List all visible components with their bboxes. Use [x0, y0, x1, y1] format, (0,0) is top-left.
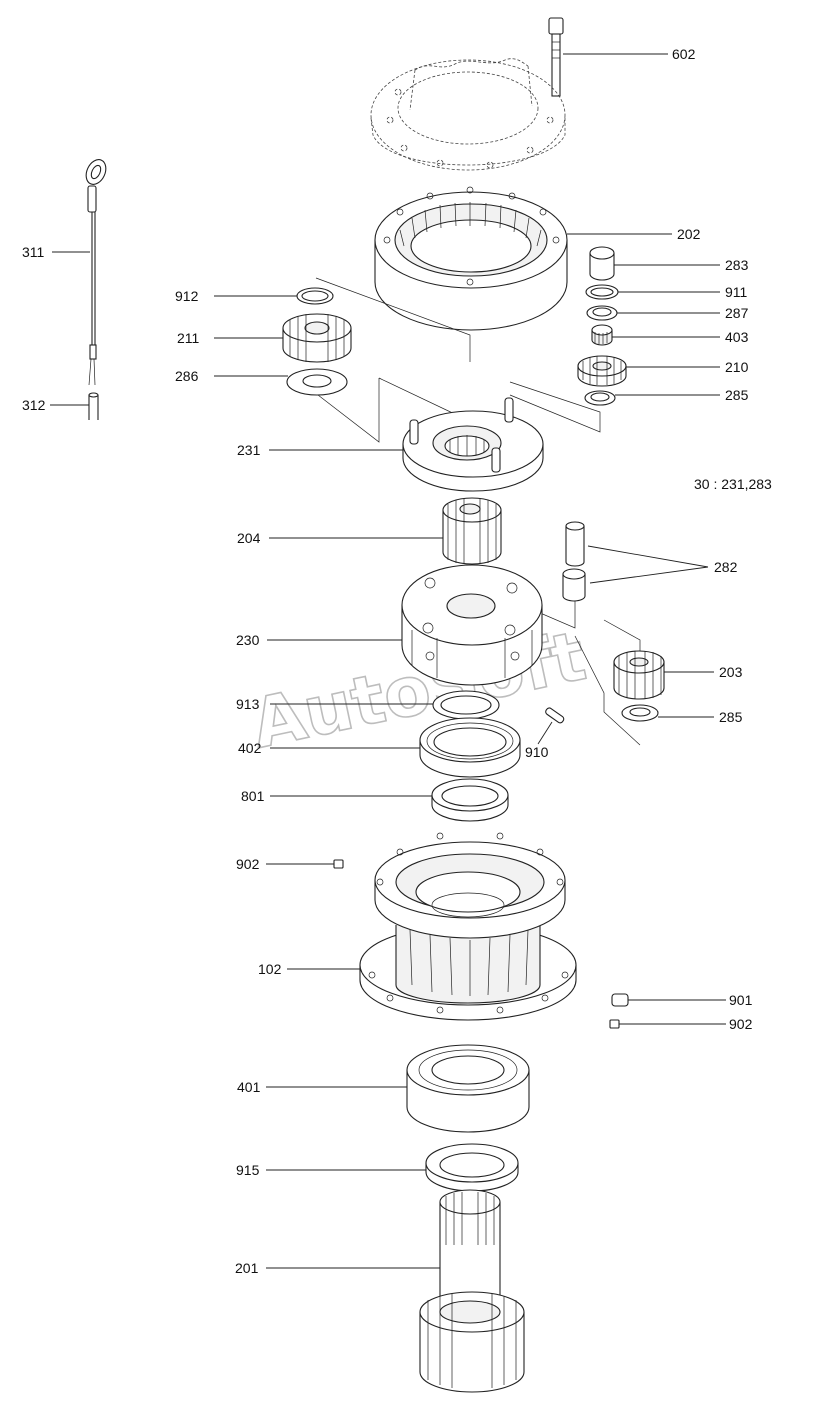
part-311-dipstick [85, 159, 107, 386]
callout-201: 201 [235, 1260, 259, 1276]
callout-913: 913 [236, 696, 260, 712]
callout-labels: 602 202 283 911 287 403 210 285 311 312 … [22, 46, 753, 1276]
part-402-bearing [419, 717, 521, 778]
part-401-bearing [406, 1044, 530, 1133]
callout-287: 287 [725, 305, 749, 321]
callout-403: 403 [725, 329, 749, 345]
part-602-bolt [548, 17, 564, 97]
callout-602: 602 [672, 46, 696, 62]
callout-902-lower: 902 [729, 1016, 753, 1032]
leader-lines [50, 53, 726, 1269]
part-913-snap-ring [432, 690, 500, 720]
part-287-washer [586, 305, 618, 321]
callout-285-upper: 285 [725, 387, 749, 403]
part-housing-top-dashed [370, 58, 566, 171]
part-202-ring-gear [374, 186, 568, 331]
callout-910: 910 [525, 744, 549, 760]
callout-402: 402 [238, 740, 262, 756]
part-102-housing [359, 832, 577, 1021]
callout-912: 912 [175, 288, 199, 304]
callout-401: 401 [237, 1079, 261, 1095]
callout-231: 231 [237, 442, 261, 458]
part-283-pin-cap [589, 246, 615, 281]
part-210-planet-gear [577, 355, 627, 387]
callout-286: 286 [175, 368, 199, 384]
callout-102: 102 [258, 961, 282, 977]
part-901-plug [611, 993, 629, 1007]
note-text: 30 : 231,283 [694, 476, 772, 492]
part-282-pins [562, 521, 586, 602]
part-230-carrier [401, 564, 543, 686]
callout-285-lower: 285 [719, 709, 743, 725]
part-902-plug-upper [333, 859, 344, 869]
callout-915: 915 [236, 1162, 260, 1178]
part-203-planet-gear [613, 650, 665, 700]
callout-202: 202 [677, 226, 701, 242]
callout-283: 283 [725, 257, 749, 273]
callout-801: 801 [241, 788, 265, 804]
part-204-sun-gear [442, 497, 502, 565]
part-231-carrier [402, 397, 544, 492]
part-915-seal [425, 1143, 519, 1192]
callout-282: 282 [714, 559, 738, 575]
part-285-thrust-washer-lower [621, 704, 659, 722]
part-403-needle-bearing [591, 324, 613, 346]
part-902-plug-lower [609, 1019, 620, 1029]
callout-911: 911 [725, 284, 748, 300]
alignment-lines [315, 277, 641, 746]
part-910-pin [545, 707, 565, 724]
callout-204: 204 [237, 530, 261, 546]
part-801-oil-seal [431, 778, 509, 822]
part-285-thrust-washer-upper [584, 390, 616, 406]
part-211-planet-gear [282, 313, 352, 363]
callout-902-upper: 902 [236, 856, 260, 872]
callout-211: 211 [177, 330, 200, 346]
callout-203: 203 [719, 664, 743, 680]
callout-210: 210 [725, 359, 749, 375]
part-911-snap-ring [585, 284, 619, 300]
part-312-tube [88, 392, 99, 420]
callout-230: 230 [236, 632, 260, 648]
callout-311: 311 [22, 244, 45, 260]
part-286-thrust-washer [286, 368, 348, 396]
part-201-pinion-shaft [419, 1189, 525, 1393]
part-912-snap-ring [296, 287, 334, 305]
callout-901: 901 [729, 992, 753, 1008]
callout-312: 312 [22, 397, 46, 413]
